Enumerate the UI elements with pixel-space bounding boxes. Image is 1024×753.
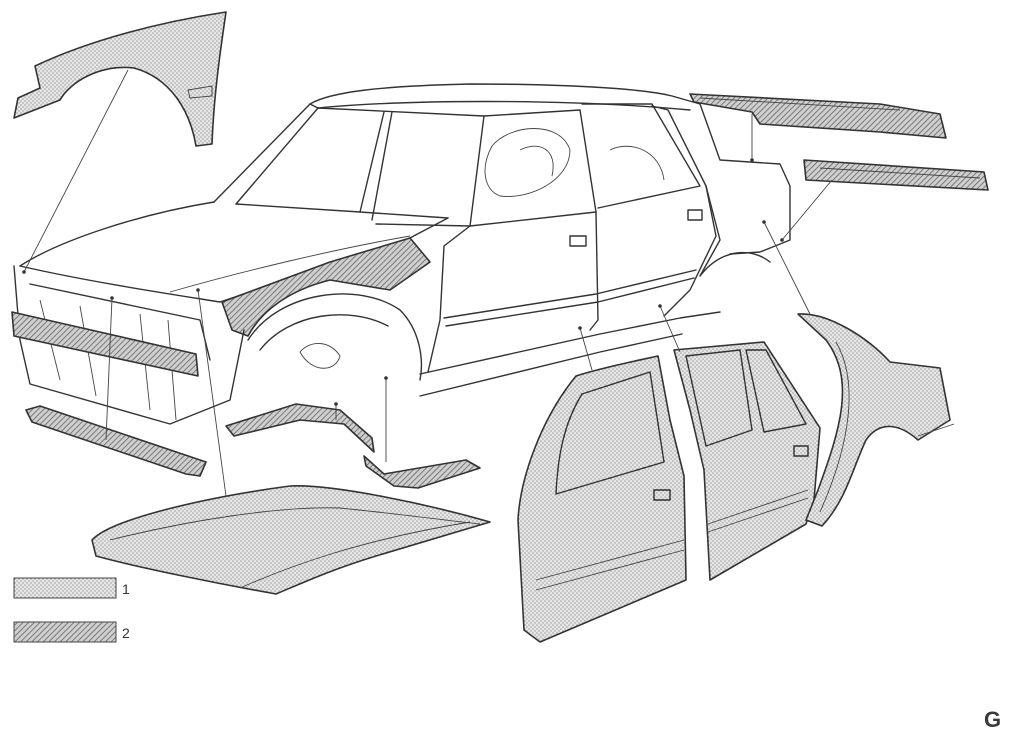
leader-lines — [22, 69, 833, 497]
legend-label-1: 1 — [122, 581, 130, 597]
legend-swatch-hatch — [13, 621, 117, 643]
front-door-panel — [517, 355, 687, 643]
legend-item-1: 1 — [13, 577, 130, 599]
legend-swatch-stipple — [13, 577, 117, 599]
car-body-shell — [11, 83, 791, 425]
legend-item-2: 2 — [13, 621, 130, 643]
rear-door-panel — [673, 341, 821, 581]
page-letter: G — [984, 707, 1001, 732]
legend-label-2: 2 — [122, 625, 130, 641]
front-sill-section-panel — [225, 403, 375, 453]
rear-quarter-panel — [797, 313, 955, 527]
bonnet-panel — [91, 485, 491, 595]
lower-sill-bracket-panel — [363, 455, 481, 489]
front-wing-panel — [13, 11, 227, 147]
roof-side-rail-panel — [689, 93, 947, 139]
sill-strip-panel — [803, 159, 989, 191]
front-cross-member-panel — [25, 405, 207, 477]
legend: 1 2 — [13, 577, 130, 643]
